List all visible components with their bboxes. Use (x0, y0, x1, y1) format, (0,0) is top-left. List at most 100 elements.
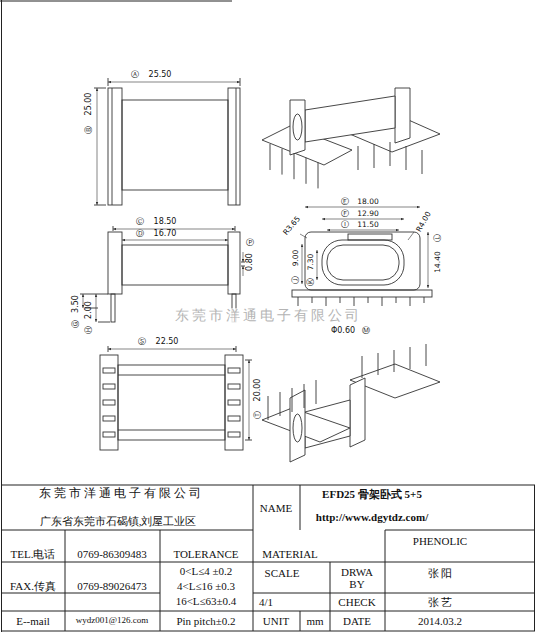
bottom-view (249, 360, 250, 440)
title-block (2, 485, 535, 631)
end-view (312, 297, 313, 303)
watermark: 东莞市洋通电子有限公司 (175, 308, 362, 323)
iso-view-bottom (280, 392, 281, 416)
title-block (300, 611, 301, 631)
table-cell: 16<L≤63±0.4 (176, 595, 237, 607)
bottom-view (245, 440, 252, 441)
bottom-view (228, 384, 240, 389)
dimension-label: Ⓜ (362, 327, 370, 336)
title-block (65, 530, 66, 631)
iso-view-bottom (350, 378, 365, 447)
side-view (98, 322, 110, 323)
iso-view-bottom (293, 414, 302, 442)
dimension-label: Ⓣ (254, 411, 263, 419)
bottom-view (225, 355, 243, 450)
table-cell: NAME (260, 502, 292, 514)
side-view (243, 266, 244, 276)
iso-view-top (294, 153, 295, 179)
dimension-label: 7.30 (307, 254, 315, 271)
dimension-label: Φ0.60 (331, 327, 355, 336)
dimension-label: R4.00 (415, 210, 433, 233)
end-view (322, 240, 404, 285)
table-cell: E--mail (16, 615, 50, 627)
title-block (385, 530, 386, 631)
bottom-view (103, 368, 115, 373)
dimension-label: R3.65 (282, 215, 302, 237)
iso-view-top (293, 114, 302, 140)
bottom-view (100, 355, 118, 450)
iso-view-top (306, 158, 307, 184)
side-view (80, 322, 110, 323)
table-cell: TOLERANCE (173, 548, 238, 560)
table-cell: wydz001@126.com (76, 616, 149, 626)
dimension-label: Ⓢ (138, 338, 146, 347)
dimension-label: Ⓐ (131, 71, 139, 80)
dimension-label: Ⓘ (341, 221, 349, 229)
top-view (228, 88, 240, 205)
iso-view-top (395, 88, 410, 143)
end-view (396, 297, 397, 303)
end-view (424, 297, 425, 303)
dimension-label: 18.50 (154, 218, 177, 227)
table-cell: 4/1 (259, 596, 273, 608)
end-view (327, 245, 399, 280)
dimension-label: 12.90 (357, 210, 378, 218)
top-view (108, 88, 122, 205)
iso-view-top (390, 142, 391, 166)
sheet-border (0, 1, 232, 2)
table-cell: Pin pitch±0.2 (176, 615, 235, 627)
part-name: EFD25 骨架卧式 5+5 (322, 488, 422, 500)
top-view (94, 88, 106, 89)
title-block (160, 530, 161, 631)
iso-view-top (358, 146, 359, 170)
table-cell: 2014.03.2 (418, 615, 462, 627)
title-block (2, 611, 535, 612)
iso-view-top (422, 150, 423, 174)
title-block (2, 530, 254, 531)
iso-view-bottom (292, 388, 293, 412)
table-cell: DRWA BY (339, 566, 375, 590)
dimension-label: 20.00 (254, 379, 263, 402)
dimension-label: Ⓛ (434, 234, 442, 242)
dimension-label: Ⓟ (246, 239, 254, 248)
iso-view-bottom (262, 344, 440, 462)
iso-view-bottom (268, 396, 269, 420)
bottom-view (228, 432, 240, 437)
table-cell: PHENOLIC (413, 535, 467, 547)
iso-view-top (270, 144, 271, 170)
side-view (235, 226, 236, 231)
end-view (302, 244, 303, 284)
side-view (228, 232, 240, 294)
iso-view-bottom (426, 344, 427, 366)
bottom-view (103, 416, 115, 421)
title-block (2, 485, 535, 631)
top-view (94, 205, 106, 206)
table-cell: SCALE (265, 567, 300, 579)
end-view (300, 234, 307, 238)
table-cell: 张 艺 (428, 596, 453, 608)
bottom-view (228, 416, 240, 421)
dimension-label: 16.70 (154, 230, 177, 239)
title-block (253, 485, 254, 631)
top-view (112, 88, 113, 205)
side-view (111, 294, 115, 322)
iso-view-top (406, 146, 407, 170)
bottom-view (103, 400, 115, 405)
iso-view-bottom (378, 353, 379, 375)
table-cell: MATERIAL (262, 548, 318, 560)
end-view (368, 297, 369, 303)
table-cell: CHECK (338, 596, 375, 608)
dimension-label: Ⓔ (341, 198, 349, 206)
side-view (122, 240, 228, 241)
dimension-label: 25.00 (85, 93, 94, 116)
iso-view-bottom (394, 350, 395, 372)
top-view (94, 78, 240, 205)
end-view (340, 297, 341, 303)
dimension-label: 9.00 (292, 250, 300, 267)
dimension-label: Ⓚ (307, 278, 315, 286)
iso-view-top (318, 162, 319, 188)
side-view (113, 226, 114, 231)
dimension-label: 22.50 (156, 338, 179, 347)
table-cell: mm (306, 615, 323, 627)
